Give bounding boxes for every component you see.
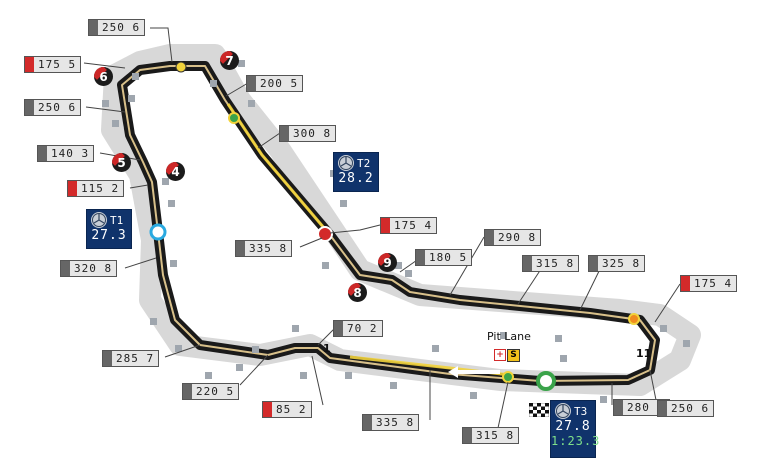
speed-label-i: 335 8 xyxy=(235,240,293,257)
speed-label-j: 290 8 xyxy=(484,229,542,246)
turn-5-marker: 5 xyxy=(112,153,131,172)
speed-label-d: 250 6 xyxy=(24,99,82,116)
speed-label-g: 115 2 xyxy=(67,180,125,197)
speed-label-m: 315 8 xyxy=(522,255,580,272)
speed-label-f: 140 3 xyxy=(37,145,95,162)
speed-label-u: 315 8 xyxy=(462,427,520,444)
sector-t1-box: T1 27.3 xyxy=(86,209,132,249)
speed-label-h: 175 4 xyxy=(380,217,438,234)
sector-t1-value: 27.3 xyxy=(91,228,127,243)
speed-label-s: 85 2 xyxy=(262,401,312,418)
sector-t2-box: T2 28.2 xyxy=(333,152,379,192)
checkered-flag-icon xyxy=(529,403,549,417)
turn-7-marker: 7 xyxy=(220,51,239,70)
speed-label-b: 175 5 xyxy=(24,56,82,73)
trackside-markers xyxy=(102,60,690,403)
turn-1-label: 1 xyxy=(323,342,331,355)
lap-time-value: 1:23.3 xyxy=(551,434,601,448)
speed-label-o: 175 4 xyxy=(680,275,738,292)
speed-label-p: 70 2 xyxy=(333,320,383,337)
turn-8-marker: 8 xyxy=(348,283,367,302)
track-nodes xyxy=(149,61,640,391)
speed-label-c: 200 5 xyxy=(246,75,304,92)
speed-label-n: 325 8 xyxy=(588,255,646,272)
speed-label-e: 300 8 xyxy=(279,125,337,142)
turn-6-marker: 6 xyxy=(94,67,113,86)
sector-t2-value: 28.2 xyxy=(338,171,374,186)
mercedes-star-icon xyxy=(91,212,107,228)
mercedes-star-icon xyxy=(555,403,571,419)
speed-label-w: 250 6 xyxy=(657,400,715,417)
mercedes-star-icon xyxy=(338,155,354,171)
speed-label-q: 285 7 xyxy=(102,350,160,367)
sector-t3-label: T3 xyxy=(574,404,588,418)
pit-medical-icon: + xyxy=(494,349,506,361)
speed-label-l: 320 8 xyxy=(60,260,118,277)
racing-line xyxy=(226,103,332,236)
sector-t3-value: 27.8 xyxy=(555,419,591,434)
leader-lines xyxy=(83,27,681,429)
turn-9-marker: 9 xyxy=(378,253,397,272)
runoff-area xyxy=(101,44,701,396)
pit-badge: S xyxy=(507,349,520,362)
speed-label-r: 220 5 xyxy=(182,383,240,400)
sector-t3-box: T3 27.8 1:23.3 xyxy=(550,400,601,458)
pit-arrow-head xyxy=(448,366,458,378)
track-inner xyxy=(121,65,656,382)
sector-t2-label: T2 xyxy=(357,156,371,170)
speed-label-k: 180 5 xyxy=(415,249,473,266)
pit-lane-label: Pit Lane xyxy=(487,330,531,343)
speed-label-v: 280 7 xyxy=(613,399,671,416)
speed-label-a: 250 6 xyxy=(88,19,146,36)
turn-4-marker: 4 xyxy=(166,162,185,181)
turn-11-label: 11 xyxy=(636,347,652,360)
sector-t1-label: T1 xyxy=(110,213,124,227)
speed-label-t: 335 8 xyxy=(362,414,420,431)
